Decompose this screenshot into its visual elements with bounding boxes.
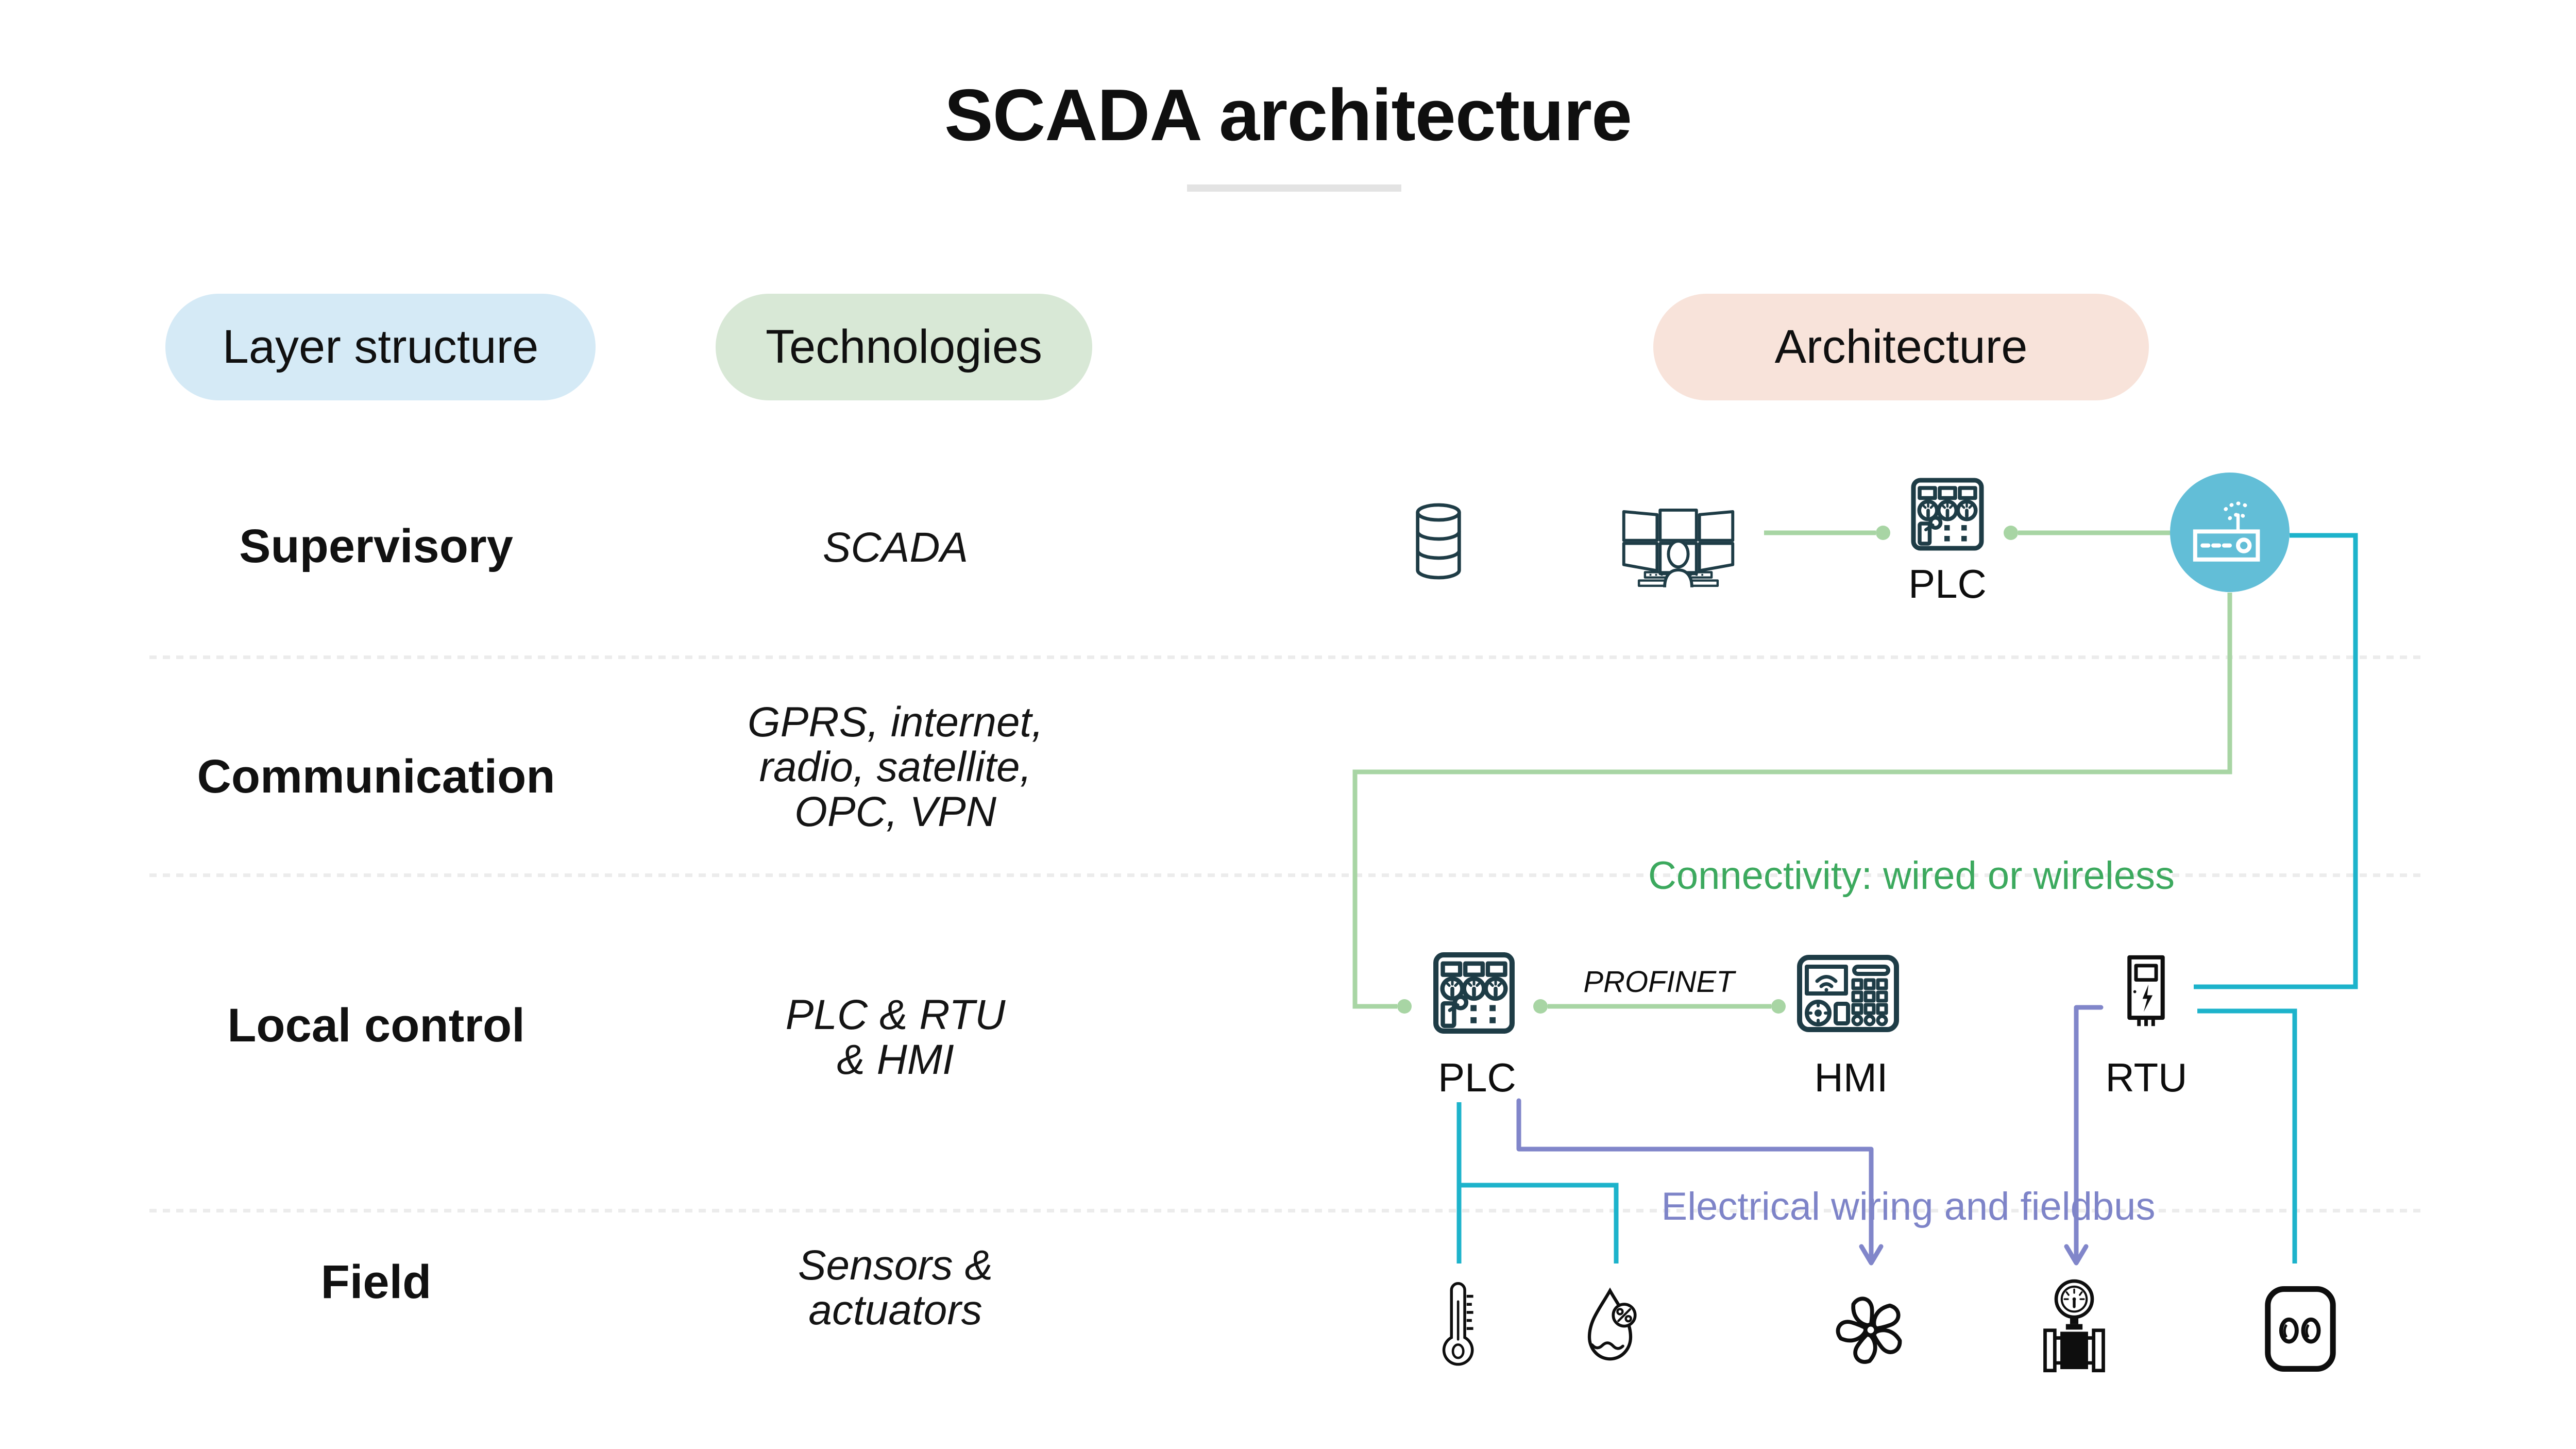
router-glyph-icon	[2189, 495, 2271, 569]
row-divider	[149, 873, 2427, 877]
row-divider	[149, 655, 2427, 659]
fan-icon	[1826, 1286, 1915, 1374]
title-underline	[1187, 184, 1401, 192]
tech-local-control: PLC & RTU & HMI	[664, 992, 1127, 1082]
control-room-icon	[1618, 504, 1739, 587]
layer-label-field: Field	[320, 1256, 432, 1308]
thermometer-icon	[1435, 1282, 1483, 1372]
tech-field: Sensors & actuators	[664, 1243, 1127, 1333]
pill-technologies-label: Technologies	[765, 321, 1043, 373]
tech-communication: GPRS, internet, radio, satellite, OPC, V…	[664, 700, 1127, 834]
pressure-valve-icon	[2036, 1277, 2112, 1381]
layer-label-local-control: Local control	[227, 999, 525, 1052]
tech-local-control-line: PLC & RTU	[785, 991, 1006, 1038]
tech-communication-line: GPRS, internet,	[747, 699, 1044, 746]
layer-label-communication: Communication	[197, 750, 555, 803]
pill-architecture: Architecture	[1653, 294, 2149, 400]
power-outlet-icon	[2260, 1284, 2341, 1374]
plc-icon	[1909, 476, 1986, 553]
rtu-icon	[2116, 955, 2176, 1032]
connectivity-note: Connectivity: wired or wireless	[1648, 854, 2175, 898]
tech-communication-line: OPC, VPN	[794, 788, 996, 835]
rtu-label: RTU	[2105, 1055, 2188, 1100]
fieldbus-note: Electrical wiring and fieldbus	[1661, 1185, 2156, 1228]
plc-supervisory-label: PLC	[1908, 561, 1987, 606]
tech-field-line: actuators	[808, 1287, 982, 1334]
hmi-icon	[1797, 954, 1900, 1033]
pill-technologies: Technologies	[716, 294, 1092, 400]
tech-local-control-line: & HMI	[837, 1036, 954, 1083]
wireless-router-icon	[2170, 473, 2290, 592]
database-icon	[1410, 501, 1467, 582]
profinet-label: PROFINET	[1583, 965, 1735, 999]
pill-layer-structure: Layer structure	[165, 294, 596, 400]
plc-local-label: PLC	[1438, 1055, 1516, 1100]
pill-architecture-label: Architecture	[1774, 321, 2028, 373]
humidity-sensor-icon	[1582, 1287, 1646, 1371]
tech-field-line: Sensors &	[798, 1242, 993, 1289]
tech-supervisory: SCADA	[822, 524, 969, 571]
layer-label-supervisory: Supervisory	[239, 520, 513, 572]
hmi-label: HMI	[1814, 1055, 1888, 1100]
pill-layer-structure-label: Layer structure	[222, 321, 539, 373]
row-divider	[149, 1209, 2427, 1212]
tech-communication-line: radio, satellite,	[759, 744, 1032, 790]
plc-icon	[1431, 950, 1517, 1036]
page-title: SCADA architecture	[944, 74, 1632, 156]
